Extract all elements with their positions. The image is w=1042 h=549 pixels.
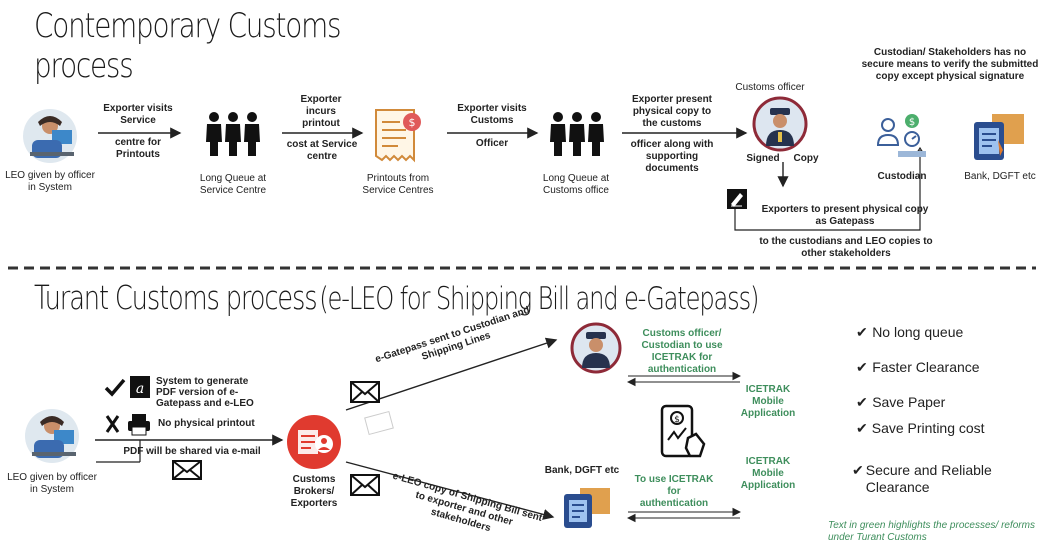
use-icetrak-label: To use ICETRAK for authentication (634, 474, 714, 509)
checkmark-icon: ✔ (856, 420, 868, 436)
step4-top-label: Exporter present physical copy to the cu… (631, 94, 713, 129)
benefit-label: No long queue (872, 324, 964, 340)
step1-bottom-label: centre for Printouts (114, 137, 162, 160)
printouts-label: Printouts from Service Centres (362, 173, 434, 196)
arrow-eleo (345, 461, 555, 520)
copy-label: Copy (793, 153, 819, 164)
double-arrow-bank (626, 507, 742, 523)
arrow-egatepass (345, 337, 558, 411)
signed-document-icon (726, 188, 748, 210)
pdf-email-label: PDF will be shared via e-mail (123, 446, 261, 457)
gatepass-top-label: Exporters to present physical copy as Ga… (761, 204, 929, 227)
custodian-icon: $ (872, 107, 932, 167)
check-pdf-icon: a (104, 374, 154, 400)
svg-text:a: a (136, 381, 144, 397)
customs-officer-icon (752, 96, 808, 152)
brokers-profile-icon (286, 414, 342, 470)
no-printout-label: No physical printout (158, 418, 255, 429)
benefit-label: Secure and Reliable Clearance (865, 462, 992, 495)
bottom-title-main: Turant Customs process (34, 278, 318, 317)
checkmark-icon: ✔ (852, 462, 864, 478)
checkmark-icon: ✔ (856, 324, 868, 340)
bank-building-icon (560, 486, 612, 532)
brokers-label: Customs Brokers/ Exporters (290, 474, 338, 509)
benefit-item: ✔ Save Printing cost (856, 420, 986, 437)
step2-bottom-label: cost at Service centre (286, 139, 358, 162)
officer-computer-icon (22, 108, 78, 164)
envelope-icon (350, 381, 380, 403)
checkmark-icon: ✔ (856, 359, 868, 375)
queue-people-icon (548, 110, 606, 158)
bank-building-icon (970, 112, 1026, 164)
top-title: Contemporary Customs process (34, 6, 342, 86)
bottom-title: Turant Customs process (e-LEO for Shippi… (34, 278, 759, 317)
gatepass-bottom-label: to the custodians and LEO copies to othe… (759, 236, 933, 259)
benefit-item: ✔ Faster Clearance (856, 359, 1036, 377)
queue1-label: Long Queue at Service Centre (199, 173, 267, 196)
customs-officer-icon (570, 322, 622, 374)
svg-text:$: $ (409, 116, 416, 129)
step1-top-label: Exporter visits Service (103, 103, 173, 126)
custodian-note: Custodian/ Stakeholders has no secure me… (861, 47, 1039, 82)
signed-label: Signed (746, 153, 780, 164)
benefit-item: ✔ No long queue (856, 324, 1036, 342)
printout-receipt-icon: $ (370, 106, 426, 166)
queue2-label: Long Queue at Customs office (542, 173, 610, 196)
custodian-label: Custodian (877, 171, 927, 182)
leo-label-top: LEO given by officer in System (5, 170, 95, 193)
mobile-phone-icon: $ (656, 404, 710, 460)
gatepass-bracket (734, 150, 921, 231)
benefit-item: ✔ Secure and Reliable Clearance (852, 462, 1032, 496)
icetrak-app-label-1: ICETRAK Mobile Application (740, 384, 796, 419)
envelope-icon (350, 474, 380, 496)
benefit-label: Save Paper (872, 394, 946, 410)
bank-label-top: Bank, DGFT etc (964, 171, 1036, 182)
benefit-label: Faster Clearance (872, 359, 980, 375)
envelope-icon (172, 460, 202, 480)
footnote: Text in green highlights the processes/ … (828, 520, 1035, 543)
svg-text:$: $ (909, 117, 915, 128)
bank-label-bottom: Bank, DGFT etc (544, 465, 620, 476)
benefit-label: Save Printing cost (871, 420, 985, 436)
benefit-item: ✔ Save Paper (856, 394, 1036, 412)
leo-label-bottom: LEO given by officer in System (7, 472, 97, 495)
step3-bottom-label: Officer (475, 138, 509, 149)
step2-top-label: Exporter incurs printout (300, 94, 342, 129)
double-arrow-officer (626, 371, 742, 387)
officer-icetrak-label: Customs officer/ Custodian to use ICETRA… (641, 328, 723, 375)
checkmark-icon: ✔ (856, 394, 868, 410)
officer-computer-icon (24, 408, 80, 464)
generate-pdf-label: System to generate PDF version of e-Gate… (156, 376, 254, 409)
customs-officer-label: Customs officer (735, 82, 805, 93)
icetrak-app-label-2: ICETRAK Mobile Application (740, 456, 796, 491)
step3-top-label: Exporter visits Customs (457, 103, 527, 126)
bottom-title-sub: (e-LEO for Shipping Bill and e-Gatepass) (319, 281, 759, 317)
svg-text:$: $ (674, 415, 680, 425)
cross-printer-icon (104, 412, 156, 436)
step4-bottom-label: officer along with supporting documents (630, 139, 714, 174)
queue-people-icon (204, 110, 262, 158)
